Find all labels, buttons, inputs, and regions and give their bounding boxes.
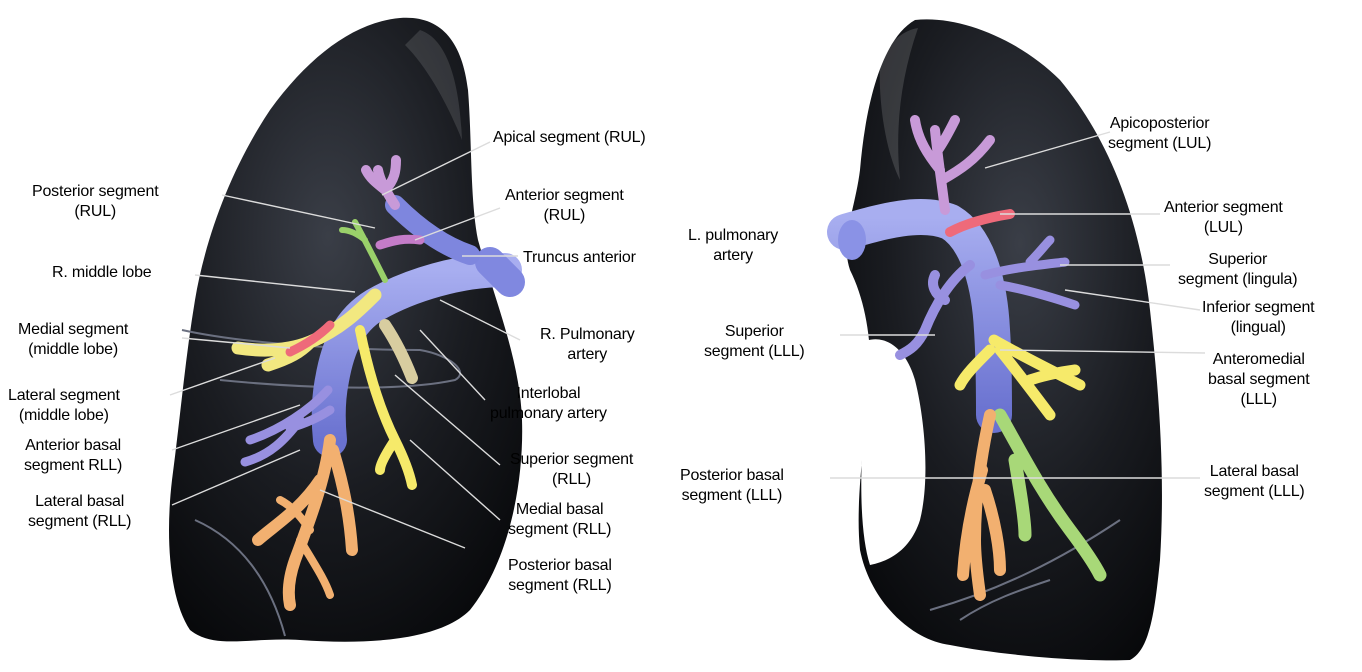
right-pulmonary-artery-cap [490, 262, 510, 282]
label-r-pulmonary-artery: R. Pulmonary artery [540, 325, 635, 365]
label-apicoposterior-segment: Apicoposterior segment (LUL) [1108, 114, 1211, 154]
label-interlobal-pulmonary-artery: Interlobal pulmonary artery [490, 384, 607, 424]
label-superior-segment-lingula: Superior segment (lingula) [1178, 250, 1297, 290]
label-r-middle-lobe: R. middle lobe [52, 263, 151, 283]
label-apical-segment-rul: Apical segment (RUL) [493, 128, 646, 148]
label-superior-segment-lll: Superior segment (LLL) [704, 322, 805, 362]
label-l-pulmonary-artery: L. pulmonary artery [688, 226, 778, 266]
label-anteromedial-basal-segment: Anteromedial basal segment (LLL) [1208, 350, 1309, 410]
label-truncus-anterior: Truncus anterior [523, 248, 636, 268]
label-anterior-basal-segment: Anterior basal segment RLL) [24, 436, 122, 476]
label-superior-segment-rll: Superior segment (RLL) [510, 450, 633, 490]
label-medial-basal-segment-rll: Medial basal segment (RLL) [508, 500, 611, 540]
label-lateral-basal-segment-rll: Lateral basal segment (RLL) [28, 492, 131, 532]
label-lateral-basal-segment-lll: Lateral basal segment (LLL) [1204, 462, 1305, 502]
label-anterior-segment-rul: Anterior segment (RUL) [505, 186, 624, 226]
label-posterior-basal-segment-rll: Posterior basal segment (RLL) [508, 556, 612, 596]
left-pulmonary-artery-opening [838, 220, 866, 260]
label-inferior-segment-lingual: Inferior segment (lingual) [1202, 298, 1314, 338]
label-posterior-segment-rul: Posterior segment (RUL) [32, 182, 158, 222]
label-medial-segment: Medial segment (middle lobe) [18, 320, 128, 360]
label-anterior-segment-lul: Anterior segment (LUL) [1164, 198, 1283, 238]
label-lateral-segment: Lateral segment (middle lobe) [8, 386, 120, 426]
label-posterior-basal-segment-lll: Posterior basal segment (LLL) [680, 466, 784, 506]
